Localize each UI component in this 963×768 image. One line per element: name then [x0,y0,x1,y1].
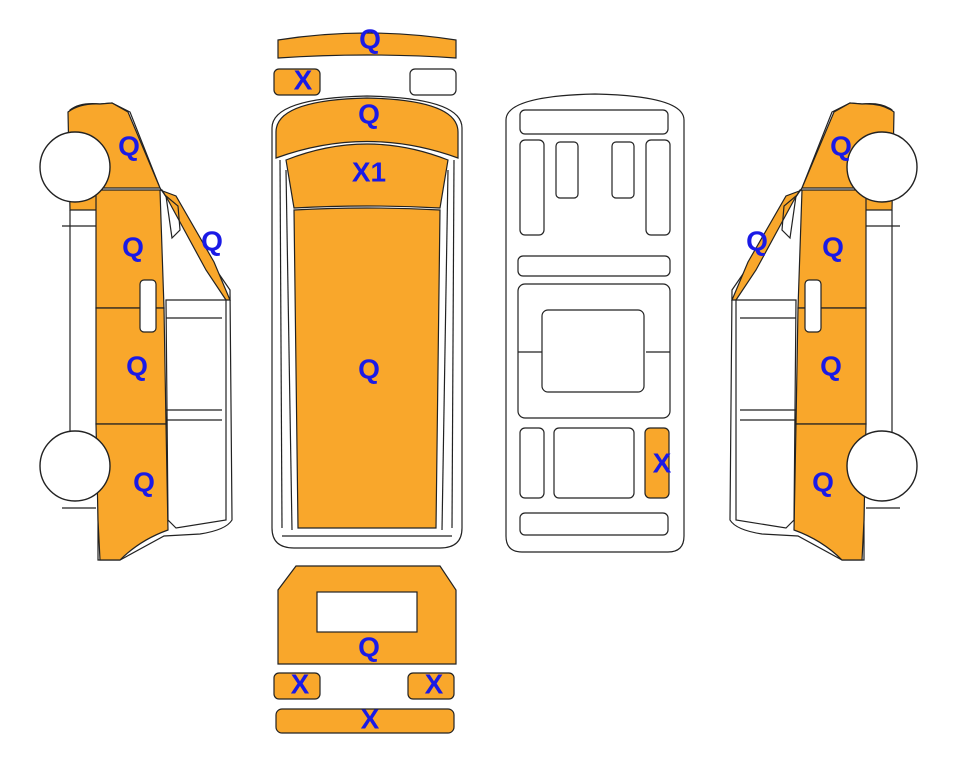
underside-front-right-inner [611,141,635,199]
front-left-corner-panel[interactable] [273,68,321,96]
right-front-door-code: Q [822,231,844,262]
left-side-view: Q Q Q Q Q [39,102,233,561]
right-side-view: Q Q Q Q Q [729,102,918,561]
windshield-code: X1 [352,156,386,187]
underside-rear-right-panel[interactable] [644,427,670,499]
rear-right-corner-panel[interactable] [407,672,455,700]
underside-front-right-well [645,139,671,236]
rear-bumper-code: X [361,703,380,734]
left-door-handle [139,279,157,333]
rear-bumper-panel[interactable] [275,708,455,734]
underside-rear-bar [519,512,669,536]
left-front-wheel [39,131,111,203]
right-a-pillar-code: Q [746,225,768,256]
rear-right-corner-code: X [425,668,444,699]
right-front-fender-code: Q [830,130,852,161]
front-right-corner-panel [409,68,457,96]
hood-panel[interactable] [275,97,459,159]
roof-panel[interactable] [293,207,441,529]
roof-code: Q [358,353,380,384]
underside-rear-right-code: X [653,447,672,478]
front-bumper-code: Q [359,23,381,54]
front-left-corner-code: X [294,64,313,95]
left-front-fender-code: Q [118,130,140,161]
hood-code: Q [358,98,380,129]
windshield-panel[interactable] [285,143,449,209]
right-front-wheel [846,131,918,203]
underside-front-left-inner [555,141,579,199]
left-side-line-top-inner [285,169,293,531]
underside-front-bar [519,109,669,135]
right-side-line-top [451,159,455,529]
rear-view: Q X X X [273,565,457,734]
left-front-door-code: Q [122,231,144,262]
right-side-line-top-inner [441,169,449,531]
underside-cross-bar [517,255,671,277]
right-rear-panel-code: Q [812,466,834,497]
rear-left-corner-panel[interactable] [273,672,321,700]
right-door-handle [804,279,822,333]
rear-left-corner-code: X [291,668,310,699]
front-bumper-panel[interactable] [277,32,457,59]
underside-center-panel [541,309,645,393]
left-middle-panel-code: Q [126,350,148,381]
rear-door-code: Q [358,631,380,662]
right-rear-wheel [846,430,918,502]
underside-view: X [505,93,685,553]
left-a-pillar-code: Q [201,225,223,256]
left-rear-wheel [39,430,111,502]
rear-window [316,591,418,633]
top-view: Q X1 Q [271,95,463,549]
right-window-frame [735,194,797,529]
left-rear-panel[interactable] [95,423,169,561]
underside-rear-center [553,427,635,499]
left-rear-panel-code: Q [133,466,155,497]
underside-front-left-well [519,139,545,236]
underside-rear-left-well [519,427,545,499]
front-bumper-group: Q X [273,23,457,96]
left-side-line-top [279,159,283,529]
left-window-frame [165,194,227,529]
right-middle-panel-code: Q [820,350,842,381]
